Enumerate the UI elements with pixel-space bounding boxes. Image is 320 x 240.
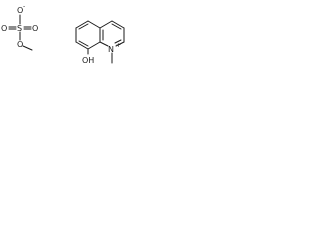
bond-c4-c3-inner bbox=[111, 23, 122, 30]
bond-c7-c8 bbox=[75, 41, 89, 50]
bond-c8-c8a bbox=[87, 41, 101, 50]
chemical-structure: O - S O O O N + OH bbox=[1, 3, 125, 65]
bond-c2-n1-inner bbox=[114, 39, 122, 44]
bond-c4a-c4 bbox=[99, 20, 113, 29]
nitrogen-atom: N bbox=[108, 45, 114, 54]
bond-n1-c8a bbox=[99, 41, 109, 47]
bond-c4-c3 bbox=[111, 20, 125, 29]
bond-c7-c8-inner bbox=[78, 40, 89, 47]
sulfur-atom: S bbox=[17, 24, 22, 33]
bond-c5-c6-inner bbox=[78, 23, 89, 30]
bond-o-methyl bbox=[22, 45, 33, 51]
bond-c2-n1 bbox=[115, 41, 125, 47]
bond-c4a-c5 bbox=[87, 20, 101, 29]
hydroxyl-group: OH bbox=[82, 56, 94, 65]
nitrogen-charge: + bbox=[116, 42, 121, 49]
oxygen-right-atom: O bbox=[32, 24, 38, 33]
bond-c5-c6 bbox=[75, 20, 89, 29]
methyl-sulfate-anion: O - S O O O bbox=[1, 3, 38, 51]
oxygen-bottom-atom: O bbox=[17, 40, 23, 49]
quinolinium-cation: N + OH bbox=[75, 20, 125, 65]
oxygen-left-atom: O bbox=[1, 24, 7, 33]
oxygen-top-atom: O bbox=[17, 6, 23, 15]
oxygen-top-charge: - bbox=[23, 3, 25, 10]
